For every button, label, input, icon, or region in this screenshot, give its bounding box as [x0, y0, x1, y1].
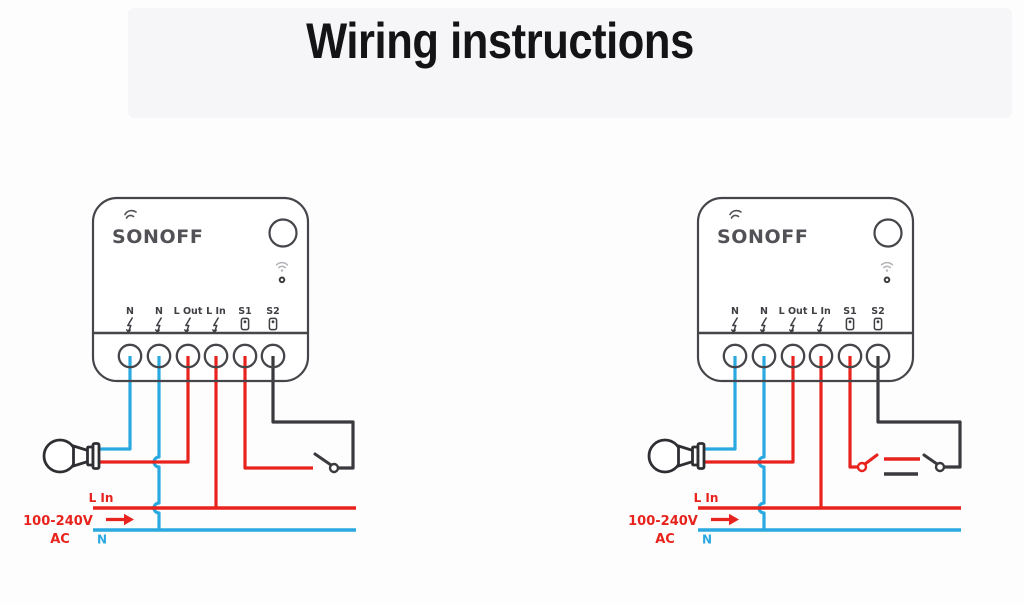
external-switch [313, 452, 340, 474]
logo-signal-icon [124, 209, 137, 219]
wire-neutral-to-bulb [99, 356, 132, 451]
page-title: Wiring instructions [306, 13, 694, 69]
current-direction-arrow [711, 513, 739, 526]
terminal-label: N [155, 306, 163, 317]
title-background-panel [128, 8, 1012, 118]
wifi-signal-icon [275, 261, 289, 272]
line-in-label: L In [89, 491, 114, 505]
status-led [278, 276, 286, 284]
neutral-label: N [97, 533, 107, 547]
terminal-label: N [760, 306, 768, 317]
terminal-label: S2 [871, 306, 884, 317]
current-direction-arrow [106, 513, 134, 526]
switch-lever-s1 [863, 453, 879, 466]
diagram-two-way-switches: SONOFF N N L Out L In S1 S2 [628, 196, 962, 547]
terminal-s1 [837, 343, 863, 369]
wire-lout-to-bulb [99, 356, 190, 464]
terminal-n1 [722, 343, 748, 369]
terminal-s2 [260, 343, 286, 369]
neutral-label: N [702, 533, 712, 547]
terminal-label: S1 [843, 306, 856, 317]
terminal-label: S1 [238, 306, 251, 317]
voltage-label: 100-240V [23, 514, 93, 529]
light-bulb [42, 438, 101, 474]
terminal-lout [175, 343, 201, 369]
light-bulb [647, 438, 706, 474]
switch-pivot-s2 [934, 461, 946, 473]
pairing-button[interactable] [873, 218, 903, 248]
wire-neutral-to-mains [757, 356, 766, 530]
terminal-screws [117, 343, 286, 369]
wire-s1-to-switch [243, 356, 313, 470]
switch-lever-s2 [922, 453, 939, 466]
wire-s2-to-switch [876, 356, 962, 469]
logo-signal-icon [729, 209, 742, 219]
device-outline [91, 196, 310, 383]
ac-label: AC [655, 532, 675, 547]
diagram-single-switch: SONOFF N N L Out L In S1 S2 [23, 196, 356, 547]
sonoff-logo: SONOFF [112, 226, 203, 248]
switch-pivot-s1 [856, 461, 868, 473]
ac-label: AC [50, 532, 70, 547]
terminal-n2 [751, 343, 777, 369]
terminal-lout [780, 343, 806, 369]
wire-s1-to-switch [848, 356, 858, 469]
wire-lout-to-bulb [704, 356, 795, 464]
terminal-label: N [126, 306, 134, 317]
switch-pivot [328, 462, 340, 474]
terminal-lin [203, 343, 229, 369]
device-outline [696, 196, 915, 383]
wifi-signal-icon [880, 261, 894, 272]
terminal-screws [722, 343, 891, 369]
wire-neutral-to-bulb [704, 356, 737, 451]
terminal-label: N [731, 306, 739, 317]
two-way-switch-pair [856, 453, 946, 476]
terminal-s2 [865, 343, 891, 369]
status-led [883, 276, 891, 284]
terminal-label: L Out [174, 306, 203, 317]
voltage-label: 100-240V [628, 514, 698, 529]
terminal-label: S2 [266, 306, 279, 317]
terminal-label: L Out [779, 306, 808, 317]
terminal-n1 [117, 343, 143, 369]
wire-s2-to-switch [271, 356, 355, 470]
terminal-s1 [232, 343, 258, 369]
wire-neutral-to-mains [152, 356, 161, 530]
terminal-label: L In [206, 306, 226, 317]
switch-lever [313, 452, 333, 467]
pairing-button[interactable] [268, 218, 298, 248]
line-in-label: L In [694, 491, 719, 505]
terminal-lin [808, 343, 834, 369]
terminal-n2 [146, 343, 172, 369]
sonoff-logo: SONOFF [717, 226, 808, 248]
terminal-label: L In [811, 306, 831, 317]
